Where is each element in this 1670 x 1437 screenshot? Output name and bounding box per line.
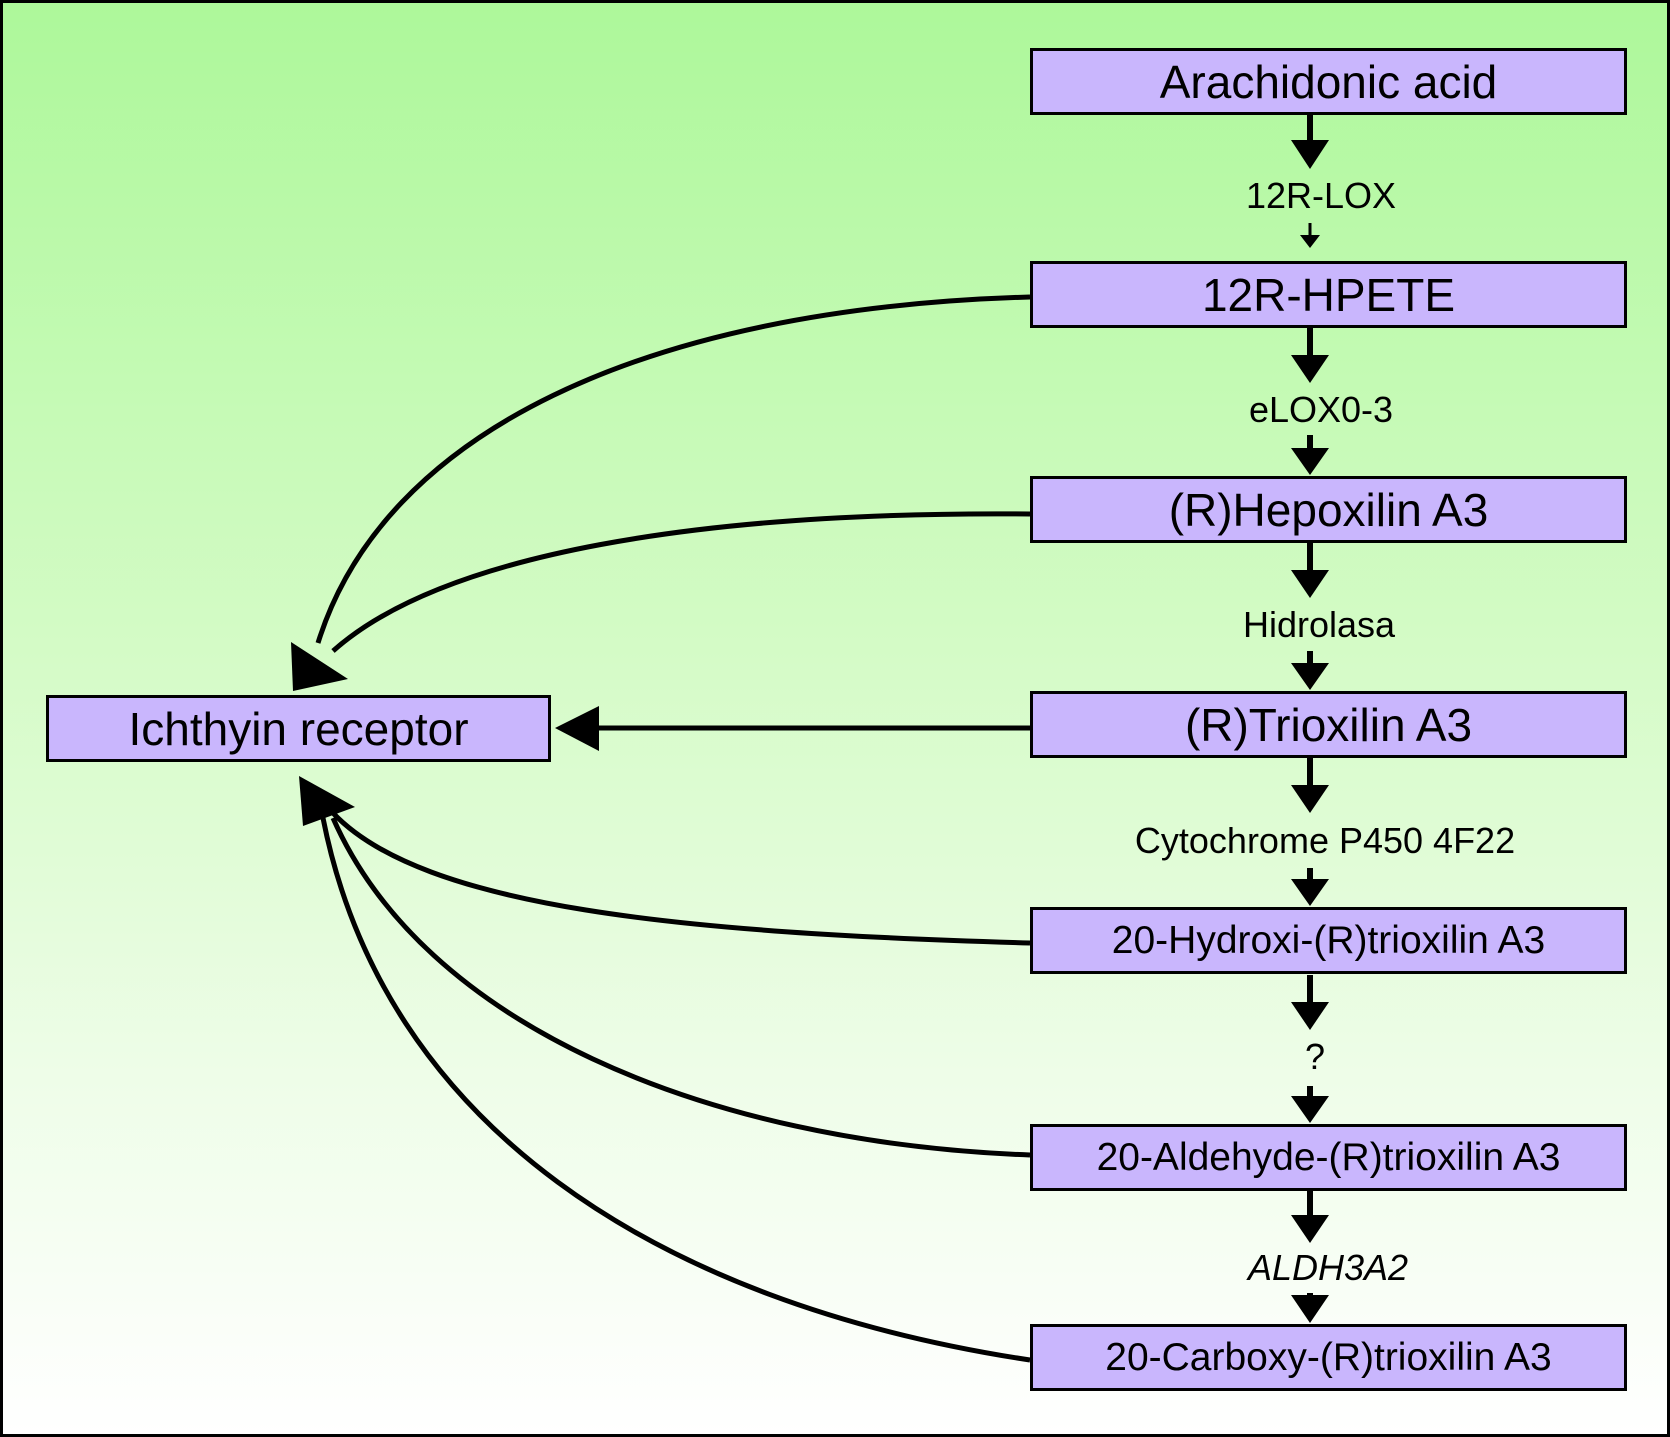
arrowhead — [1291, 140, 1329, 169]
pathway-arrows — [291, 113, 1329, 1363]
node-label: 20-Aldehyde-(R)trioxilin A3 — [1096, 1135, 1561, 1179]
enzyme-label-cyp450: Cytochrome P450 4F22 — [1134, 820, 1516, 861]
node-label: Arachidonic acid — [1159, 55, 1498, 108]
arrowhead — [1291, 1002, 1329, 1030]
curve-hydroxy-to-receptor — [331, 811, 1031, 946]
curve-hepoxilin-to-receptor — [331, 511, 1031, 653]
node-arachidonic-acid: Arachidonic acid — [1030, 48, 1627, 115]
enzyme-label-elox: eLOX0-3 — [1248, 389, 1394, 430]
node-ichthyin-receptor: Ichthyin receptor — [46, 695, 551, 762]
node-hepoxilin: (R)Hepoxilin A3 — [1030, 476, 1627, 543]
node-trioxilin: (R)Trioxilin A3 — [1030, 691, 1627, 758]
node-label: Ichthyin receptor — [128, 702, 469, 755]
curve-carboxy-to-receptor — [320, 817, 1031, 1363]
enzyme-label-12r-lox: 12R-LOX — [1245, 175, 1397, 216]
arrowhead — [1291, 879, 1329, 906]
node-label: 20-Carboxy-(R)trioxilin A3 — [1105, 1335, 1552, 1379]
vertical-arrows — [1291, 113, 1329, 1323]
arrowhead — [1291, 663, 1329, 690]
node-label: 20-Hydroxi-(R)trioxilin A3 — [1111, 918, 1546, 962]
enzyme-label-unknown: ? — [1304, 1036, 1326, 1077]
receptor-arrows — [315, 294, 1031, 1363]
node-hydroxy-trioxilin: 20-Hydroxi-(R)trioxilin A3 — [1030, 907, 1627, 974]
node-label: (R)Trioxilin A3 — [1184, 698, 1473, 751]
arrowhead — [1291, 448, 1329, 475]
arrowhead-top-curve — [291, 642, 348, 691]
enzyme-label-aldh3a2: ALDH3A2 — [1247, 1247, 1409, 1288]
enzyme-label-hydrolase: Hidrolasa — [1242, 604, 1396, 645]
curve-hpete-to-receptor — [315, 294, 1031, 644]
node-aldehyde-trioxilin: 20-Aldehyde-(R)trioxilin A3 — [1030, 1124, 1627, 1191]
arrowhead — [1291, 355, 1329, 383]
arrowhead-middle — [555, 706, 599, 751]
node-12r-hpete: 12R-HPETE — [1030, 261, 1627, 328]
arrowhead — [1291, 1295, 1329, 1323]
node-label: (R)Hepoxilin A3 — [1168, 483, 1489, 536]
curve-aldehyde-to-receptor — [330, 816, 1031, 1158]
arrowhead — [1291, 1215, 1329, 1243]
node-label: 12R-HPETE — [1201, 268, 1456, 321]
arrowhead-bottom-curve — [299, 776, 355, 826]
arrowhead — [1291, 785, 1329, 813]
arrowhead — [1291, 1096, 1329, 1123]
receptor-arrowheads — [291, 642, 599, 826]
arrowhead — [1291, 570, 1329, 598]
arrowhead — [1300, 235, 1320, 248]
node-carboxy-trioxilin: 20-Carboxy-(R)trioxilin A3 — [1030, 1324, 1627, 1391]
